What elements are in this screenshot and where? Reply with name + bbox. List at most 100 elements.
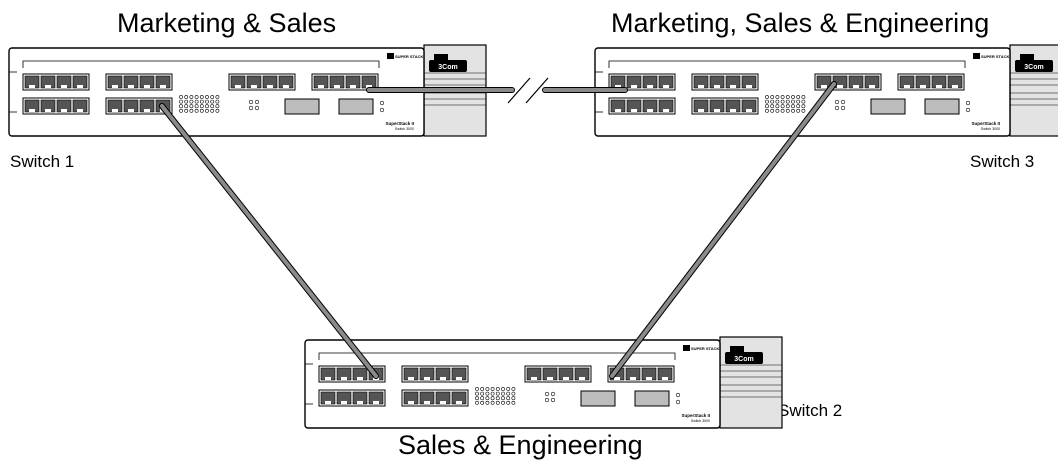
switch3-port-notch [698, 109, 704, 112]
led-icon [379, 100, 385, 106]
led-icon [550, 391, 556, 397]
led-icon [506, 396, 511, 401]
led-icon [248, 99, 254, 105]
switch1-vendor-logo-icon [429, 60, 467, 72]
switch3-port-notch [869, 85, 875, 88]
led-icon [495, 400, 500, 405]
switch2-port-notch [341, 377, 347, 380]
switch3-port-notch [821, 85, 827, 88]
led-icon [550, 397, 556, 403]
switch3-port-notch [730, 85, 736, 88]
switch2-port-notch [614, 377, 620, 380]
led-icon [480, 391, 485, 396]
switch3-port-notch [698, 85, 704, 88]
switch1-port-notch [235, 85, 241, 88]
switch2-brand-icon [683, 345, 690, 351]
switch2-port-notch [563, 377, 569, 380]
switch3-port-notch [615, 109, 621, 112]
led-icon [675, 392, 681, 398]
switch1-port-notch [112, 85, 118, 88]
led-icon [765, 108, 769, 113]
led-icon [495, 387, 500, 391]
led-icon [765, 104, 769, 109]
switch1-vendor-logo-icon [434, 54, 448, 62]
switch3-port-group [691, 73, 759, 91]
led-icon [780, 108, 785, 113]
led-icon [480, 400, 485, 405]
led-icon [796, 95, 801, 99]
switch2-port-notch [424, 401, 430, 404]
switch2-port-notch [424, 377, 430, 380]
switch3-port-group [691, 97, 759, 115]
led-icon [485, 400, 490, 405]
led-icon [475, 391, 479, 396]
switch1-module-slot [338, 98, 374, 115]
led-icon [490, 391, 495, 396]
led-icon [179, 99, 183, 104]
switch1-bracket-line [22, 60, 380, 68]
led-icon [544, 391, 550, 397]
switch2-vendor-logo-icon [725, 352, 763, 364]
led-icon [780, 95, 785, 99]
switch1-port-notch [128, 109, 134, 112]
led-icon [189, 108, 194, 113]
switch3-led-matrix [765, 95, 806, 113]
switch2-module-slot [580, 390, 616, 407]
switch1-port-notch [334, 85, 340, 88]
switch2-port-group [401, 389, 469, 407]
switch1-port-notch [267, 85, 273, 88]
switch3-port-notch [837, 85, 843, 88]
switch1-group-label: Marketing & Sales [117, 8, 337, 38]
switch2-module-slot [634, 390, 670, 407]
led-icon [194, 104, 199, 109]
switch2-bracket-line [318, 352, 676, 360]
switch1-port-group [22, 97, 90, 115]
led-icon [184, 104, 189, 109]
switch2-port-notch [373, 401, 379, 404]
led-icon [511, 387, 516, 391]
switch3-port-group [608, 73, 676, 91]
led-icon [189, 104, 194, 109]
switch2-label: Switch 2 [778, 401, 843, 420]
switch2-vendor-logo-icon [730, 346, 744, 354]
led-icon [785, 99, 790, 104]
led-icon [544, 397, 550, 403]
led-icon [780, 104, 785, 109]
switch1-port-notch [366, 85, 372, 88]
switch2-port-notch [408, 401, 414, 404]
switch3-vendor-text: 3Com [1024, 64, 1043, 71]
switch2-port-notch [408, 377, 414, 380]
switch1-port-group [228, 73, 296, 91]
led-icon [801, 108, 806, 113]
switch1-port-notch [160, 85, 166, 88]
led-icon [511, 391, 516, 396]
switch1-port-notch [112, 109, 118, 112]
led-icon [791, 108, 795, 113]
switch2-port-notch [531, 377, 537, 380]
switch1-port-notch [251, 85, 257, 88]
led-icon [796, 104, 801, 109]
led-icon [796, 99, 801, 104]
led-icon [501, 387, 505, 391]
switch1-vendor-text: 3Com [438, 64, 457, 71]
switch3-port-notch [663, 85, 669, 88]
switch3-module-slot [924, 98, 960, 115]
led-icon [485, 391, 490, 396]
led-icon [791, 99, 795, 104]
led-icon [840, 99, 846, 105]
switch3-port-notch [714, 109, 720, 112]
led-icon [215, 95, 220, 99]
led-icon [785, 104, 790, 109]
led-icon [495, 396, 500, 401]
switch2-brand-text: SUPER STACK [691, 346, 719, 351]
switch2-port-group [401, 365, 469, 383]
switch1-port-group [22, 73, 90, 91]
switch2-product-text: SuperStack II [681, 413, 710, 418]
led-icon [194, 95, 199, 99]
switch2-port-notch [440, 401, 446, 404]
switch1-product-text: SuperStack II [385, 121, 414, 126]
led-icon [475, 387, 479, 391]
led-icon [480, 396, 485, 401]
